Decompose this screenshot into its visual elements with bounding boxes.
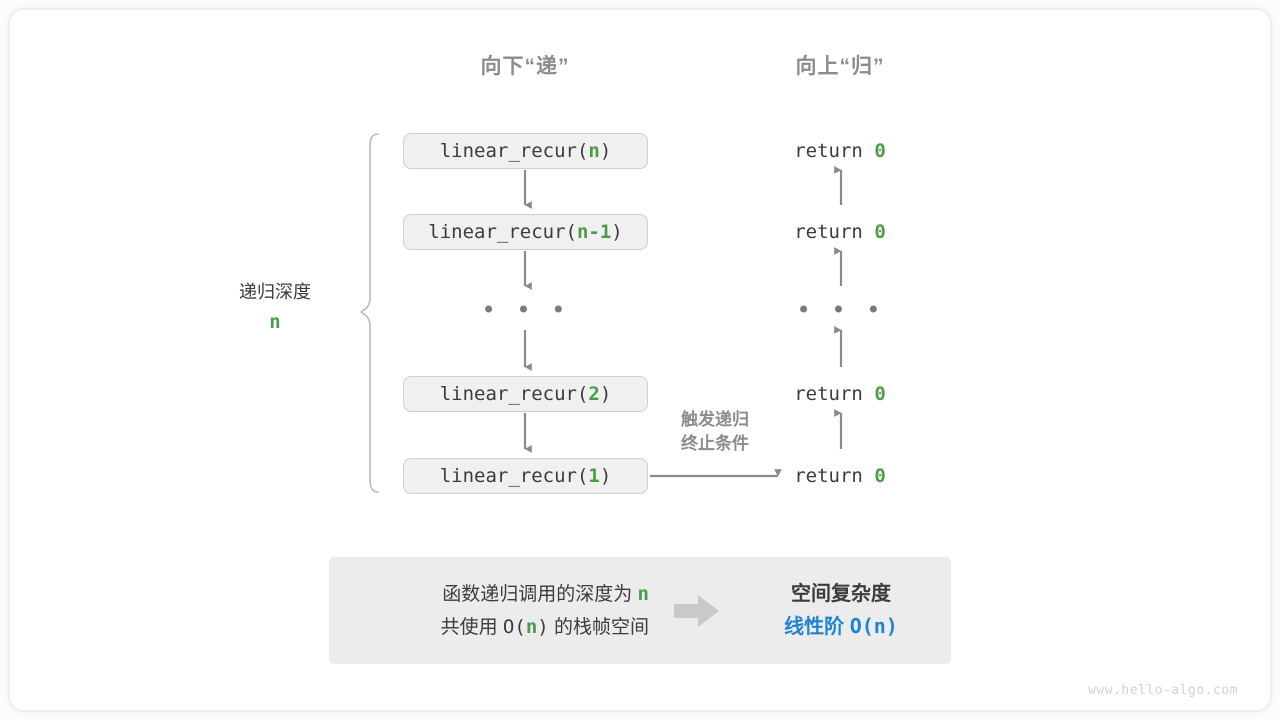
- summary-conclusion-title: 空间复杂度: [791, 583, 891, 605]
- return-keyword: return: [794, 465, 875, 487]
- call-box-suffix: ): [599, 465, 612, 487]
- call-box-arg: 1: [588, 465, 600, 487]
- recursion-depth-label: 递归深度 n: [190, 277, 360, 337]
- call-box-prefix: linear_recur(: [439, 383, 589, 405]
- block-arrow-right-icon: [663, 594, 731, 628]
- call-box-arg: 2: [588, 383, 600, 405]
- return-label-second: return 0: [700, 214, 980, 250]
- summary-line1-text: 函数递归调用的深度为: [442, 583, 638, 605]
- call-box-1[interactable]: linear_recur(1): [403, 458, 648, 494]
- call-box-2[interactable]: linear_recur(2): [403, 376, 648, 412]
- return-value: 0: [874, 221, 886, 243]
- column-header-descend: 向下“递”: [480, 55, 570, 78]
- recursion-depth-value: n: [269, 311, 281, 333]
- summary-panel: 函数递归调用的深度为 n 共使用 O(n) 的栈帧空间 空间复杂度 线性阶 O(…: [329, 557, 951, 664]
- summary-conclusion: 空间复杂度 线性阶 O(n): [731, 578, 951, 643]
- column-header-ascend: 向上“归”: [795, 55, 885, 78]
- call-box-arg: n-1: [576, 221, 612, 243]
- return-value: 0: [874, 140, 886, 162]
- return-value: 0: [874, 383, 886, 405]
- terminate-note-line1: 触发递归: [681, 410, 749, 429]
- summary-line2-suffix: 的栈帧空间: [548, 616, 649, 638]
- watermark: www.hello-algo.com: [1088, 683, 1238, 698]
- terminate-note-line2: 终止条件: [681, 434, 749, 453]
- ellipsis-ascend: • • •: [796, 296, 884, 324]
- summary-line-1: 函数递归调用的深度为 n: [329, 578, 649, 611]
- ellipsis-descend: • • •: [481, 296, 569, 324]
- summary-line2-highlight: n: [525, 615, 538, 638]
- return-label-third: return 0: [700, 376, 980, 412]
- terminate-condition-note: 触发递归 终止条件: [640, 408, 790, 456]
- call-box-prefix: linear_recur(: [428, 221, 577, 243]
- summary-line2-bigo-close: ): [537, 615, 549, 638]
- return-label-base: return 0: [700, 458, 980, 494]
- summary-conclusion-value: 线性阶 O(n): [731, 610, 951, 643]
- call-box-n-minus-1[interactable]: linear_recur(n-1): [403, 214, 648, 250]
- summary-line-2: 共使用 O(n) 的栈帧空间: [329, 611, 649, 644]
- summary-line2-bigo-open: O(: [502, 615, 526, 638]
- summary-line2-prefix: 共使用: [440, 616, 503, 638]
- call-box-suffix: ): [599, 383, 612, 405]
- return-value: 0: [874, 465, 886, 487]
- return-keyword: return: [794, 140, 875, 162]
- return-keyword: return: [794, 221, 875, 243]
- call-box-suffix: ): [599, 140, 612, 162]
- call-box-n[interactable]: linear_recur(n): [403, 133, 648, 169]
- return-label-top: return 0: [700, 133, 980, 169]
- call-box-prefix: linear_recur(: [439, 465, 589, 487]
- call-box-suffix: ): [611, 221, 623, 243]
- summary-line1-highlight: n: [637, 582, 649, 605]
- summary-description: 函数递归调用的深度为 n 共使用 O(n) 的栈帧空间: [329, 578, 663, 644]
- return-keyword: return: [794, 383, 875, 405]
- summary-complexity-name: 线性阶: [784, 616, 850, 638]
- call-box-arg: n: [588, 140, 600, 162]
- summary-complexity-bigo: O(n): [849, 614, 898, 638]
- recursion-depth-text: 递归深度: [239, 282, 311, 302]
- call-box-prefix: linear_recur(: [439, 140, 589, 162]
